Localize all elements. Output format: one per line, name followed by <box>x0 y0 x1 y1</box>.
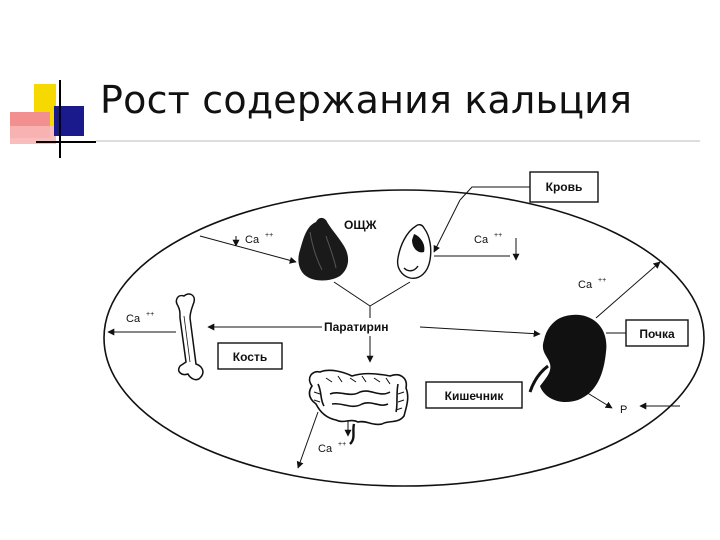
phosphorus-label: P <box>620 404 627 416</box>
kidney-box: Почка <box>625 319 689 347</box>
parathyroid-gland-left <box>298 217 349 281</box>
svg-text:Ca: Ca <box>245 234 260 246</box>
bone-box: Кость <box>217 342 283 370</box>
arrow-blood-to-gland <box>433 199 461 253</box>
arrow-kidney-ca-to-blood <box>595 261 661 319</box>
svg-text:Ca: Ca <box>126 313 141 325</box>
line-right-gland-to-hormone <box>369 281 411 307</box>
intestine-illustration <box>308 369 409 445</box>
ca-label-left-gland: Ca ++ <box>245 232 273 246</box>
line-left-gland-to-hormone <box>333 281 371 307</box>
blood-link-line <box>459 186 530 201</box>
svg-text:Ca: Ca <box>318 443 333 455</box>
kidney-box-label: Почка <box>639 327 675 341</box>
arrow-intestine-ca-out <box>296 411 319 469</box>
svg-text:++: ++ <box>494 232 502 239</box>
arrow-hormone-to-kidney <box>419 326 541 338</box>
svg-text:Ca: Ca <box>578 279 593 291</box>
ca-label-intestine: Ca ++ <box>318 441 346 455</box>
parathyroid-gland-right <box>396 223 432 279</box>
ca-label-bone: Ca ++ <box>126 311 154 325</box>
bone-illustration <box>175 293 204 381</box>
blood-box: Кровь <box>529 171 599 203</box>
svg-text:++: ++ <box>598 277 606 284</box>
bone-box-label: Кость <box>233 350 267 364</box>
blood-box-label: Кровь <box>546 180 583 194</box>
arrow-left-ca-to-gland <box>199 235 297 264</box>
intestine-box: Кишечник <box>425 381 523 409</box>
ca-label-right-gland: Ca ++ <box>474 232 502 246</box>
body-ellipse <box>103 189 705 487</box>
hormone-label: Паратирин <box>324 320 389 334</box>
svg-text:Ca: Ca <box>474 234 489 246</box>
svg-text:++: ++ <box>338 441 346 448</box>
arrow-phosphorus-out <box>575 385 613 409</box>
slide-title: Рост содержания кальция <box>100 78 633 122</box>
pth-gland-label: ОЩЖ <box>344 218 377 232</box>
kidney-illustration <box>528 314 607 403</box>
intestine-box-label: Кишечник <box>445 389 505 403</box>
svg-text:++: ++ <box>265 232 273 239</box>
ca-label-kidney: Ca ++ <box>578 277 606 291</box>
svg-text:++: ++ <box>146 311 154 318</box>
